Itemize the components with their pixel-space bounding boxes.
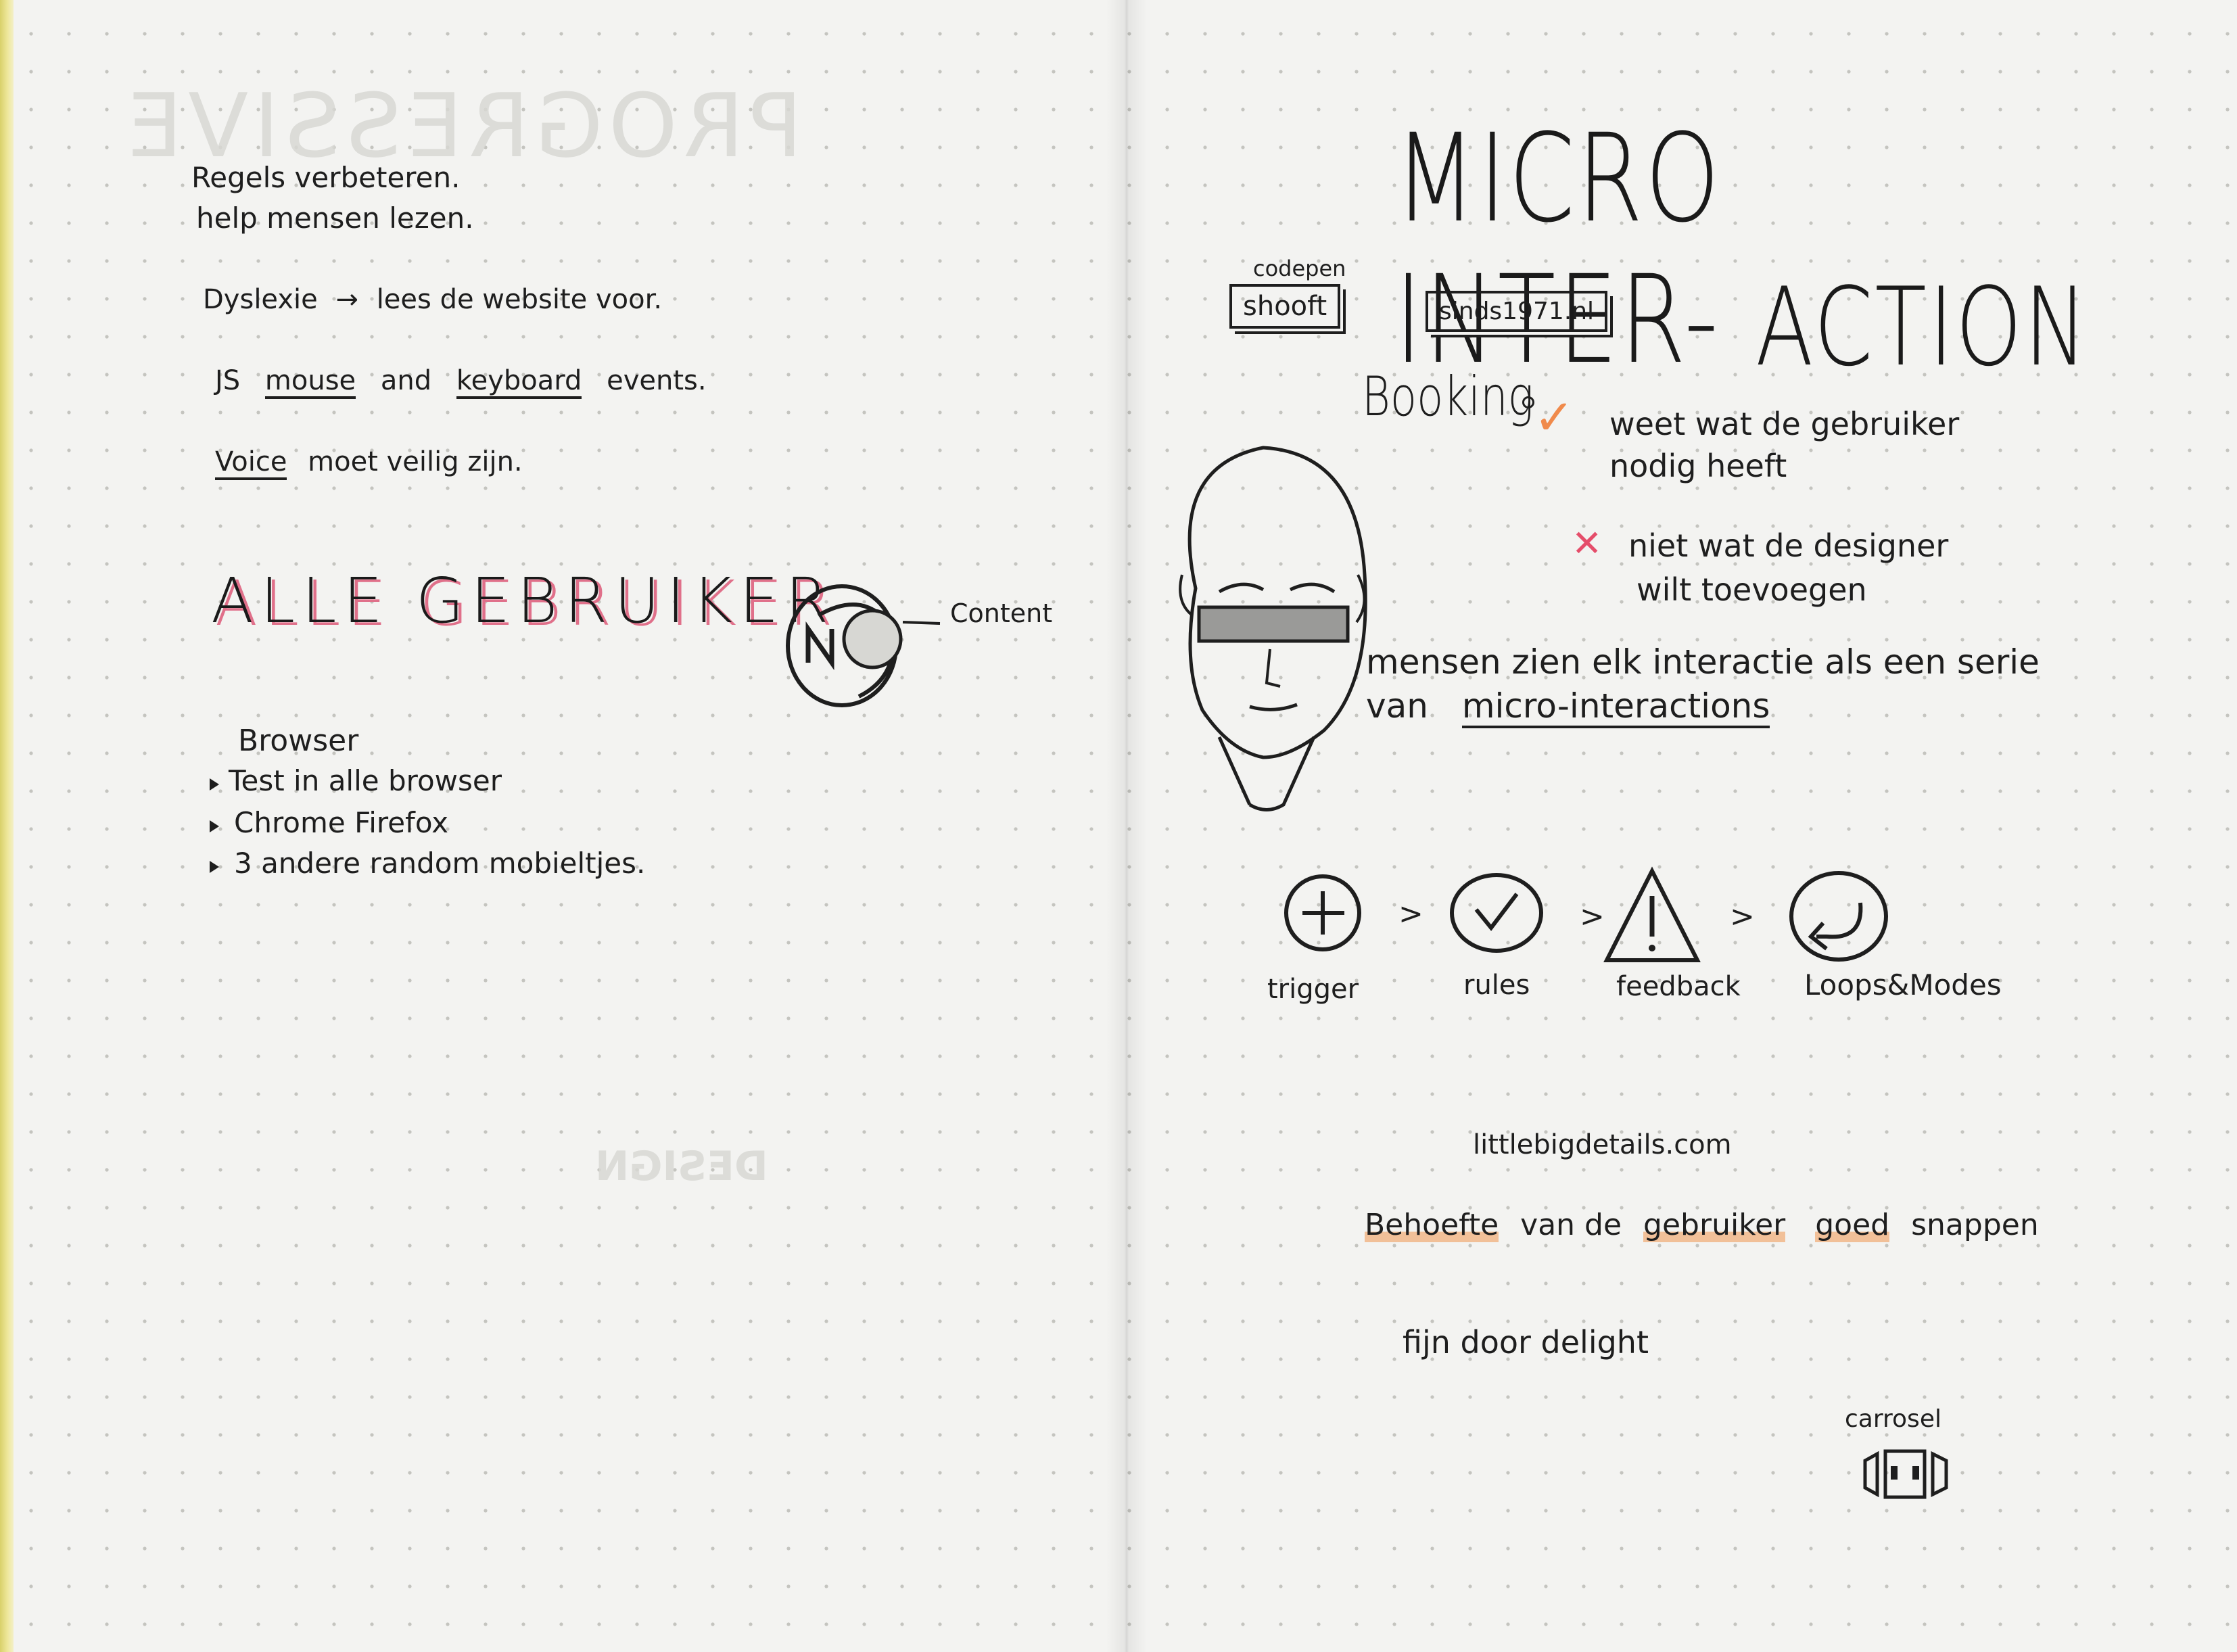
check-icon: ✓ <box>1534 389 1575 446</box>
list-item-text: Test in alle browser <box>229 764 502 797</box>
check-circle-icon <box>1450 873 1543 953</box>
flow-label-trigger: trigger <box>1267 974 1359 1005</box>
booking-label: Booking <box>1362 365 1534 428</box>
list-item-text: 3 andere random mobieltjes. <box>234 847 646 880</box>
title-line-1: MICRO INTER- <box>1394 108 1722 391</box>
notebook-edge <box>0 0 14 1652</box>
cross-text-1: niet wat de designer <box>1628 527 1949 564</box>
sinds-box: sinds1971.nl <box>1426 291 1608 332</box>
js-note: JS mouse and keyboard events. <box>215 365 707 399</box>
flow-label-loops: Loops&Modes <box>1804 968 2002 1001</box>
bullet-triangle-icon <box>210 778 219 790</box>
booking-dot <box>1522 396 1534 408</box>
loop-arrow-icon <box>1789 871 1888 962</box>
flow-separator: > <box>1580 899 1605 934</box>
codepen-label: codepen <box>1253 256 1346 281</box>
delight-text: fijn door delight <box>1403 1324 1649 1361</box>
series-text-1: mensen zien elk interactie als een serie <box>1366 642 2040 682</box>
mouse-word: mouse <box>264 365 356 399</box>
note-line-1: Regels verbeteren. <box>191 161 461 194</box>
check-text-1: weet wat de gebruiker <box>1609 406 1960 442</box>
series-text-2: van micro-interactions <box>1366 686 1770 728</box>
content-sketch-icon <box>786 584 941 707</box>
arrow-icon: → <box>335 284 358 315</box>
bullet-triangle-icon <box>210 820 219 832</box>
heading-alle-gebruiker: ALLE GEBRUIKER <box>211 565 836 637</box>
needs-word-4: goed <box>1815 1208 1890 1242</box>
list-item: Chrome Firefox <box>210 806 448 839</box>
right-page: MICRO INTER- ACTION codepen shooft sinds… <box>1128 0 2237 1652</box>
needs-word-3: gebruiker <box>1643 1208 1786 1242</box>
warning-triangle-icon <box>1603 866 1701 962</box>
cross-icon: ✕ <box>1572 522 1603 565</box>
carousel-icon <box>1863 1449 1948 1499</box>
series-van: van <box>1366 686 1428 726</box>
dyslexia-label: Dyslexie <box>203 284 318 315</box>
bleed-through: DESIGN <box>595 1143 768 1190</box>
browser-title: Browser <box>238 724 359 758</box>
needs-word-2: van de <box>1520 1208 1622 1242</box>
title-line-2: ACTION <box>1756 264 2090 390</box>
voice-text: moet veilig zijn. <box>308 446 523 477</box>
dyslexia-text: lees de website voor. <box>376 284 663 315</box>
voice-note: Voice moet veilig zijn. <box>215 446 523 480</box>
js-label: JS <box>215 365 241 396</box>
flow-label-rules: rules <box>1463 970 1530 1001</box>
needs-word-5: snappen <box>1911 1208 2039 1242</box>
dyslexia-note: Dyslexie → lees de website voor. <box>203 284 662 315</box>
and-word: and <box>380 365 432 396</box>
events-word: events. <box>607 365 707 396</box>
carousel-label: carrosel <box>1845 1405 1941 1433</box>
list-item: 3 andere random mobieltjes. <box>210 847 645 880</box>
shooft-box: shooft <box>1229 284 1341 329</box>
list-item: Test in alle browser <box>210 764 502 797</box>
left-page: PROGRESSIVE DESIGN Regels verbeteren. he… <box>0 0 1128 1652</box>
site-label: littlebigdetails.com <box>1473 1129 1732 1160</box>
flow-separator: > <box>1730 899 1755 934</box>
note-line-2: help mensen lezen. <box>196 202 474 235</box>
cross-text-2: wilt toevoegen <box>1636 571 1867 608</box>
content-label: Content <box>950 598 1053 628</box>
flow-separator: > <box>1398 897 1423 931</box>
check-text-2: nodig heeft <box>1609 448 1787 484</box>
face-sketch-icon <box>1179 446 1367 811</box>
needs-word-1: Behoefte <box>1365 1208 1499 1242</box>
plus-circle-icon <box>1284 874 1361 951</box>
series-micro: micro-interactions <box>1461 686 1770 728</box>
keyboard-word: keyboard <box>456 365 582 399</box>
needs-text: Behoefte van de gebruiker goed snappen <box>1365 1208 2039 1242</box>
flow-label-feedback: feedback <box>1616 971 1741 1002</box>
book-gutter <box>1106 0 1147 1652</box>
voice-word: Voice <box>215 446 287 480</box>
list-item-text: Chrome Firefox <box>234 806 449 839</box>
bullet-triangle-icon <box>210 861 219 873</box>
